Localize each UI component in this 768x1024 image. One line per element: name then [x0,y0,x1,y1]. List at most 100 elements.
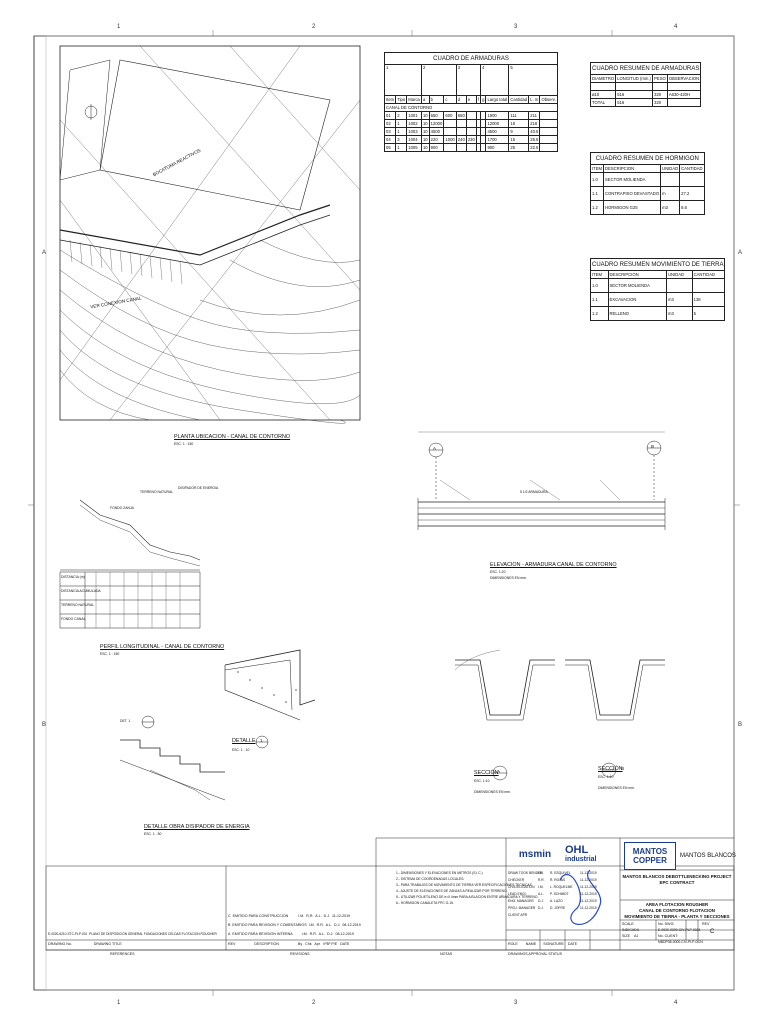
approval-cell: PROJ. MANAGER [508,906,536,910]
ca-cell: 111 [508,111,530,120]
note-6: 6.- HORMIGON CANALETA FPC G-15. [396,901,454,905]
references-headers: DRAWING No. DRAWING TITLE [48,942,122,946]
rh-h-0: ITEM [589,164,605,173]
ohl-logo: OHL industrial [565,843,597,863]
ref-no: E-0020-6210-STC-PLP-001 [48,932,88,936]
rev-h-rev: REV [228,942,236,946]
shape-mark-2: 2 [420,64,457,96]
sign-h-role: ROLE [508,942,518,946]
ca-cell [465,119,477,128]
ca-cell [480,143,487,152]
ca-cell [443,127,457,136]
profile-label-fondo: FONDO ZANJA [110,506,134,510]
zone-col-4-bottom: 4 [674,1000,678,1006]
ca-cell [539,119,558,128]
ca-cell: 18 [508,119,530,128]
plan-title: PLANTA UBICACION - CANAL DE CONTORNO [174,434,291,440]
zone-col-2-bottom: 2 [312,1000,316,1006]
rt-r0-3 [691,278,726,293]
ca-cell: 1 [395,143,408,152]
shape-mark-4: 4 [480,64,510,96]
revisions-footer: REVISIONS [290,952,310,956]
profile-label-terreno: TERRENO NATURAL [140,490,174,494]
ra-h-3: OBSERVACION [666,74,702,83]
rev-b-id: B [228,923,231,927]
ca-h-a: a [420,95,430,104]
ca-cell [465,111,477,120]
rt-r1-3: 138 [691,292,726,307]
profile-row-terreno: TERRENO NATURAL [61,603,95,607]
rh-r1-1: CONTRAPISO DEVASTADO [603,186,662,201]
rev-b-apr: A.L. [325,923,333,927]
rt-h-3: CANTIDAD [691,270,726,279]
ca-group-label: CANAL DE CONTORNO [384,103,558,112]
rt-h-0: ITEM [590,270,609,279]
rev-b-chk: R.R. [316,923,324,927]
elevation-title: ELEVACION - ARMADURA CANAL DE CONTORNO [490,562,617,568]
shape-mark-5: 5 [508,64,558,96]
sign-h-date: DATE [567,942,578,946]
profile-scale: ESC. 1 : 150 [100,652,120,656]
rev-row-b: B EMITIDO PARA REVISION Y COMENTARIOS I.… [228,921,361,930]
rev-c-chk: R.R. [306,914,314,918]
rt-r1-1: EXCAVACION [607,292,667,307]
ca-cell: 1900 [485,111,510,120]
resumen-tierra-title: CUADRO RESUMEN MOVIMIENTO DE TIERRA [589,258,726,271]
rev-c-pe: D.J. [323,914,331,918]
approval-cell: L. ROQUELME [550,885,573,889]
ca-cell: 1002 [406,119,422,128]
ca-cell: 230 [465,135,477,144]
ca-cell: 15 [508,135,530,144]
rev-c-by: I.M. [298,914,305,918]
section-a-units: DIMENSIONES EN mm. [474,790,511,794]
approval-cell: ENG. MANAGER [508,899,534,903]
ca-h-lm: L. m [528,95,541,104]
ca-cell: 12000 [485,119,510,128]
profile-row-fondo: FONDO CANAL [61,617,86,621]
rt-r0-0: 1.0 [590,278,609,293]
ca-cell: 1003 [406,127,422,136]
approval-cell: P. SCHMIDT [550,892,569,896]
detail-mark: 1 [260,738,263,743]
drawing-title: AREA FLOTACION ROUGHER CANAL DE CONTORNO… [624,902,730,919]
ca-cell: 40.5 [528,127,541,136]
ca-cell: 650 [428,111,445,120]
ca-cell: 240 [455,135,467,144]
section-b-title: SECCIÓN [598,766,623,772]
rev-a-date: 08-12-2019 [335,932,354,936]
zone-col-4: 4 [674,24,678,30]
approval-cell: 11-12-2019 [580,885,597,889]
stair-detail-title: DETALLE OBRA DISIPADOR DE ENERGIA [144,824,250,830]
profile-view [59,499,201,629]
ca-cell: 9 [508,127,530,136]
cuadro-armaduras-table: CUADRO DE ARMADURAS 1 2 3 4 5 Item Tipo … [383,52,558,152]
approval-cell: LEAD ENGI. [508,892,527,896]
ca-cell: 216 [528,119,541,128]
rev-h-by: By [297,942,303,946]
rh-r1-2: m [660,186,681,201]
rh-h-2: UNIDAD [660,164,681,173]
rev-c-date: 11-12-2019 [332,914,351,918]
elevation-mark-b: B [651,444,655,449]
rev-c-desc: EMITIDO PARA CONSTRUCCION [232,914,289,918]
ca-cell: 02 [383,119,397,128]
resumen-hormigon-table: CUADRO RESUMEN DE HORMIGON ITEM DESCRIPC… [589,152,705,215]
approval-cell: R. ROJAS [550,878,566,882]
ra-r0-0: ø10 [589,90,617,99]
ca-h-e: e [465,95,477,104]
ca-cell: 1 [395,119,408,128]
approval-cell: CIVIL/ELIGATION [508,885,535,889]
ca-h-b: b [428,95,445,104]
rev-a-by: I.M. [301,932,308,936]
ca-cell: 1001 [406,111,422,120]
revisions-block: C EMITIDO PARA CONSTRUCCION I.M. R.R. A.… [228,912,361,939]
detail-view [224,649,316,749]
ca-cell: 10 [420,111,430,120]
ca-cell [455,127,467,136]
notes-block: 1.- DIMENSIONES Y ELEVACIONES EN METROS … [396,870,538,906]
